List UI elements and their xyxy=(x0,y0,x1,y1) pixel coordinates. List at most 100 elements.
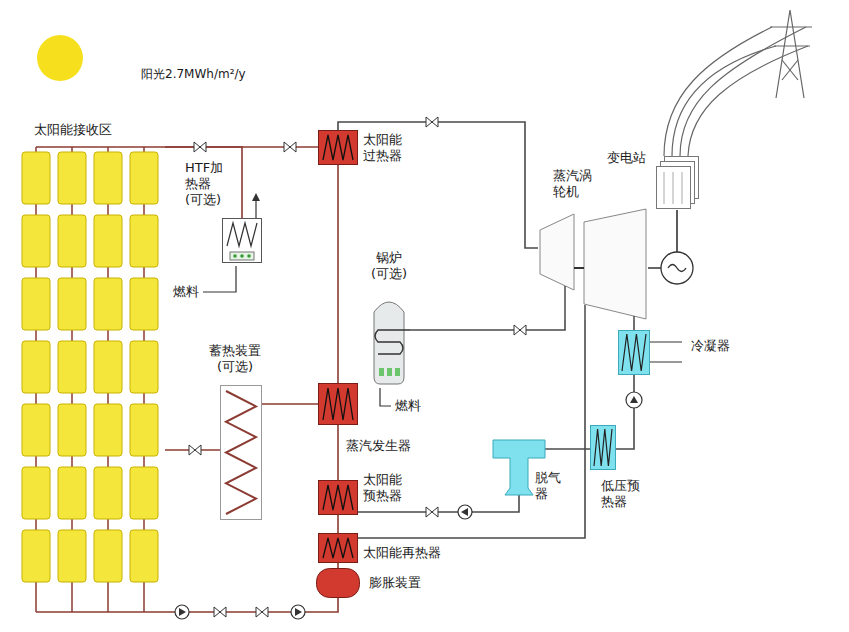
collector xyxy=(94,278,122,330)
heat-exchanger-shape xyxy=(318,533,358,563)
steam-turbine-shape xyxy=(538,208,648,320)
valve xyxy=(426,507,438,517)
exhaust-arrow xyxy=(252,193,260,201)
pump xyxy=(458,505,472,519)
collector xyxy=(22,152,50,204)
cooling-pipe xyxy=(650,361,682,362)
collector xyxy=(22,404,50,456)
note-label: 阳光2.7MWh/m²/y xyxy=(140,66,247,82)
power-line xyxy=(688,46,808,156)
component-label: 低压预 热器 xyxy=(600,478,641,510)
exchanger-body xyxy=(319,131,358,165)
region-label: 太阳能接收区 xyxy=(33,122,113,138)
boiler-shape xyxy=(368,292,410,387)
lp-preheater: 低压预 热器 xyxy=(590,425,616,470)
pipe-stub xyxy=(584,305,586,320)
field-header xyxy=(36,611,165,613)
pump-mark xyxy=(630,396,638,403)
collector xyxy=(22,530,50,582)
transformer-fin xyxy=(664,172,665,204)
exchanger-coil xyxy=(622,334,646,371)
pipe-line xyxy=(338,122,538,248)
heat-storage-shape xyxy=(220,385,262,520)
component-label: HTF加 热器 (可选) xyxy=(184,160,224,208)
power-line xyxy=(664,27,772,156)
component-label: 太阳能 预热器 xyxy=(362,472,403,504)
cooling-pipe xyxy=(650,341,682,342)
expansion-tank: 膨胀装置 xyxy=(316,568,360,598)
fuel-line xyxy=(380,388,391,406)
exhaust-line xyxy=(255,200,256,218)
heat-exchanger-shape xyxy=(318,383,358,425)
tower-arm xyxy=(770,26,812,27)
boiler-flame xyxy=(395,368,400,376)
component-label: 太阳能 过热器 xyxy=(362,132,403,164)
transmission xyxy=(664,10,812,156)
htf-heater: HTF加 热器 (可选) xyxy=(222,218,262,263)
collector xyxy=(130,467,158,519)
valve xyxy=(284,142,296,152)
tower-brace xyxy=(782,60,798,80)
shaft xyxy=(574,267,584,269)
pipe-line xyxy=(165,598,338,612)
heater-coil xyxy=(227,223,257,246)
burner-flame xyxy=(247,254,251,258)
transformer xyxy=(657,167,691,209)
collector xyxy=(130,215,158,267)
sun xyxy=(37,35,83,81)
storage-coil xyxy=(226,391,256,514)
field-header xyxy=(36,146,165,148)
pump-mark xyxy=(179,608,186,616)
valve xyxy=(214,607,226,617)
pipe-stub xyxy=(564,286,566,320)
collector xyxy=(94,404,122,456)
burner xyxy=(230,252,254,260)
valve xyxy=(426,117,438,127)
collector xyxy=(94,341,122,393)
exchanger-body xyxy=(619,331,650,375)
collector xyxy=(130,152,158,204)
steam-turbine: 蒸汽涡 轮机 xyxy=(538,208,648,320)
power-line xyxy=(672,46,776,156)
component-label: 膨胀装置 xyxy=(368,575,422,591)
collector xyxy=(94,152,122,204)
deaerator: 脱气 器 xyxy=(493,440,545,495)
heat-exchanger-shape xyxy=(318,130,358,165)
exchanger-coil xyxy=(323,538,353,558)
component-label: 脱气 器 xyxy=(534,470,562,502)
valve xyxy=(189,445,201,455)
exchanger-coil xyxy=(594,429,612,466)
burner-flame xyxy=(233,254,237,258)
tower-arm xyxy=(774,45,810,46)
cooling-water xyxy=(650,342,682,362)
collector xyxy=(130,278,158,330)
component-label: 蒸汽发生器 xyxy=(345,438,412,454)
collector xyxy=(22,341,50,393)
pump xyxy=(291,605,305,619)
hp-turbine xyxy=(540,214,574,290)
boiler: 锅炉 (可选) xyxy=(368,292,410,387)
component-label: 锅炉 (可选) xyxy=(370,250,408,282)
solar-field: 太阳能接收区 xyxy=(15,118,165,618)
heat-storage: 蓄热装置 (可选) xyxy=(220,385,262,520)
pipe-stub xyxy=(633,316,635,320)
field-piping xyxy=(36,147,165,612)
tank-body xyxy=(317,569,360,598)
boiler-coil xyxy=(375,330,410,354)
exchanger-body xyxy=(319,534,358,563)
transformer-fin xyxy=(673,172,674,204)
tower-brace xyxy=(782,60,798,80)
exchanger-body xyxy=(591,426,616,470)
collector xyxy=(58,341,86,393)
pump xyxy=(175,605,189,619)
pipe-line xyxy=(165,147,242,218)
collector xyxy=(58,278,86,330)
valve xyxy=(194,142,206,152)
note-label: 燃料 xyxy=(394,398,422,414)
pipe-line xyxy=(616,375,634,449)
note-label: 燃料 xyxy=(172,284,200,300)
pipe-line xyxy=(262,403,318,405)
